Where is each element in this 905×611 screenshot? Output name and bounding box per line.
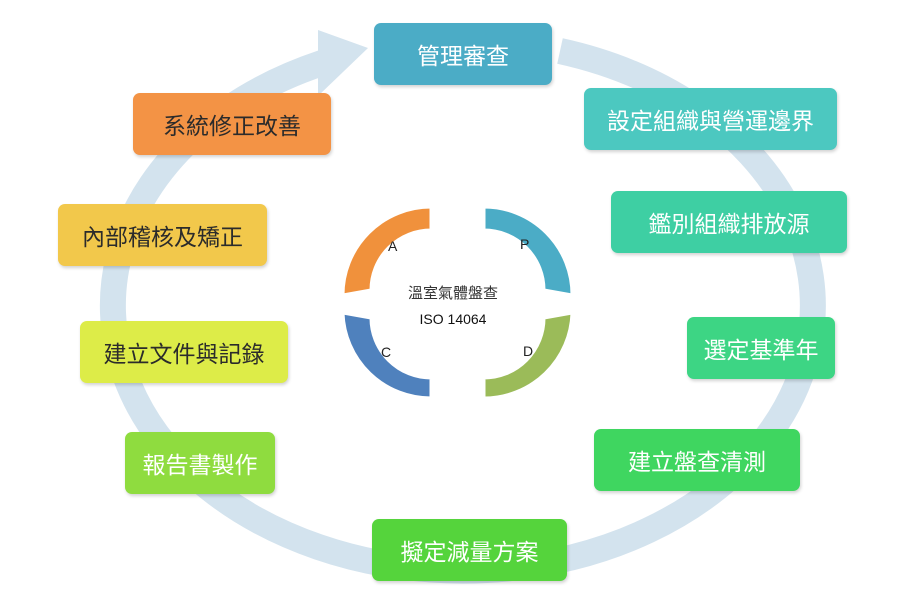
quadrant-d-label: D bbox=[523, 343, 533, 359]
pdca-wheel: A P C D bbox=[341, 205, 574, 400]
step-documentation: 建立文件與記錄 bbox=[80, 321, 288, 383]
cycle-arrowhead bbox=[318, 30, 368, 96]
quadrant-p-label: P bbox=[520, 236, 529, 252]
step-improvement: 系統修正改善 bbox=[133, 93, 331, 155]
quadrant-c bbox=[341, 311, 433, 400]
quadrant-p bbox=[482, 205, 574, 297]
step-management-review: 管理審查 bbox=[374, 23, 552, 85]
center-subtitle: ISO 14064 bbox=[419, 311, 487, 327]
quadrant-a-label: A bbox=[388, 238, 398, 254]
step-identify-sources: 鑑別組織排放源 bbox=[611, 191, 847, 253]
step-set-boundaries: 設定組織與營運邊界 bbox=[584, 88, 837, 150]
step-base-year: 選定基準年 bbox=[687, 317, 835, 379]
step-internal-audit: 內部稽核及矯正 bbox=[58, 204, 267, 266]
step-inventory: 建立盤查清測 bbox=[594, 429, 800, 491]
quadrant-d bbox=[482, 311, 574, 400]
center-title: 溫室氣體盤查 bbox=[407, 284, 498, 302]
quadrant-c-label: C bbox=[381, 344, 391, 360]
step-reduction-plan: 擬定減量方案 bbox=[372, 519, 567, 581]
quadrant-a bbox=[341, 205, 433, 297]
step-report: 報告書製作 bbox=[125, 432, 275, 494]
